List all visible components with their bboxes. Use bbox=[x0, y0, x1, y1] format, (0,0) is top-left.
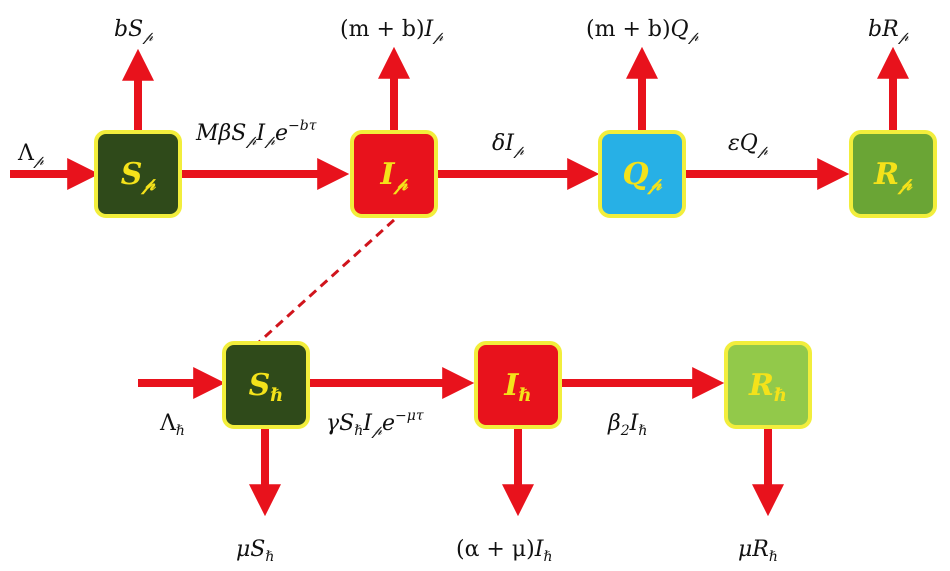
box-S-plant-label: S𝓅 bbox=[121, 157, 157, 195]
box-Q-plant-label: Q𝓅 bbox=[623, 157, 663, 195]
label-death-I-host: (α + μ)Iℏ bbox=[456, 537, 552, 565]
box-R-host-label: Rℏ bbox=[748, 368, 787, 406]
box-R-plant: R𝓅 bbox=[849, 130, 937, 218]
label-death-R-host: μRℏ bbox=[738, 537, 778, 565]
box-R-host: Rℏ bbox=[724, 341, 812, 429]
box-I-host: Iℏ bbox=[474, 341, 562, 429]
label-epsilon-transition: εQ𝓅 bbox=[728, 131, 769, 159]
label-death-I-plant: (m + b)I𝓅 bbox=[340, 17, 444, 45]
label-death-S-plant: bS𝓅 bbox=[114, 17, 154, 45]
label-death-R-plant: bR𝓅 bbox=[868, 17, 910, 45]
box-S-host-label: Sℏ bbox=[249, 368, 284, 406]
box-I-plant-label: I𝓅 bbox=[380, 157, 409, 195]
box-I-plant: I𝓅 bbox=[350, 130, 438, 218]
box-S-host: Sℏ bbox=[222, 341, 310, 429]
label-infection-plant: MβS𝓅I𝓅e−bτ bbox=[195, 118, 317, 149]
box-I-host-label: Iℏ bbox=[503, 368, 531, 406]
label-recruitment-plant: Λ𝓅 bbox=[17, 141, 45, 169]
box-R-plant-label: R𝓅 bbox=[873, 157, 913, 195]
arrows-plant bbox=[10, 46, 909, 190]
box-S-plant: S𝓅 bbox=[94, 130, 182, 218]
dashed-transmission-link bbox=[256, 218, 396, 345]
arrows-host bbox=[138, 367, 784, 517]
label-death-S-host: μSℏ bbox=[236, 537, 274, 565]
label-delta-transition: δI𝓅 bbox=[492, 131, 525, 159]
label-beta2-transition: β2Iℏ bbox=[607, 411, 647, 439]
label-death-Q-plant: (m + b)Q𝓅 bbox=[586, 17, 700, 45]
label-recruitment-host: Λℏ bbox=[159, 411, 185, 439]
label-infection-host: γSℏI𝓅e−μτ bbox=[326, 408, 424, 439]
box-Q-plant: Q𝓅 bbox=[598, 130, 686, 218]
